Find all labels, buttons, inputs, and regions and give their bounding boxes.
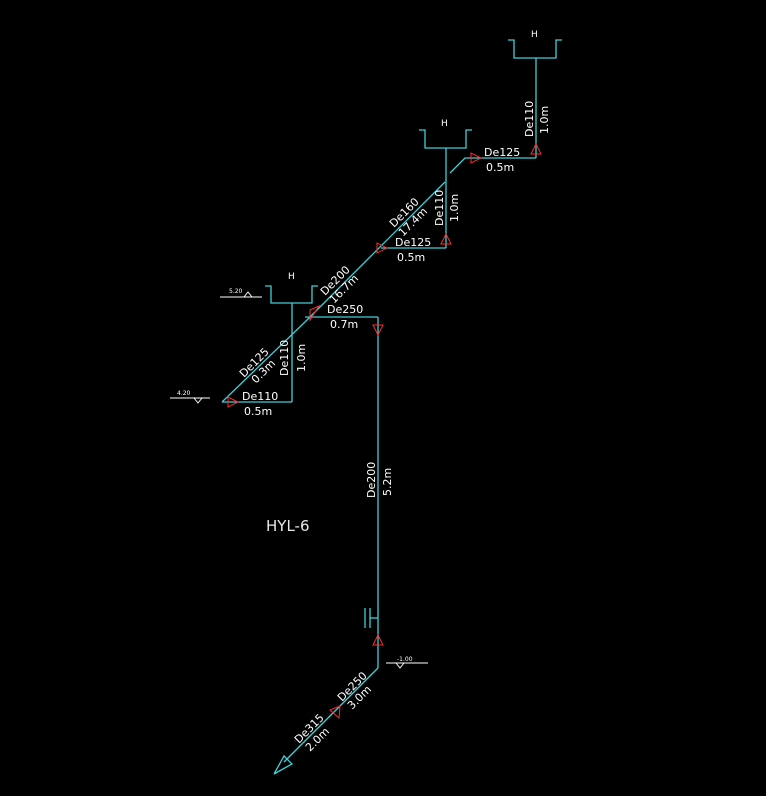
flow-arrow-icon (470, 152, 483, 164)
flow-arrow-icon (440, 232, 452, 245)
level-upper-label: 5.20 (229, 288, 243, 295)
label-left-riser-size: De110 (278, 340, 291, 376)
pipe-network (221, 58, 537, 775)
level-ground-label: -1.00 (397, 656, 413, 663)
flow-arrow-icon (329, 705, 341, 720)
label-left-branch-size: De110 (242, 390, 278, 403)
label-main-branch-size: De250 (327, 303, 363, 316)
diagram-title: HYL-6 (266, 517, 310, 535)
label-mid-riser-size: De110 (433, 190, 446, 226)
label-stack-len: 5.2m (381, 468, 394, 496)
pipe-top-branch (449, 157, 536, 174)
flow-arrow-icon (372, 633, 384, 646)
label-mid-branch-len: 0.5m (397, 251, 425, 264)
cleanout-icon (364, 608, 378, 628)
fixture-top: H (508, 30, 562, 59)
flow-arrow-icon (372, 324, 384, 337)
pipe-main-diagonal (304, 181, 446, 323)
label-left-riser-len: 1.0m (295, 344, 308, 372)
flow-arrows (227, 142, 542, 720)
level-marker-upper: 5.20 (220, 288, 262, 298)
level-lower-label: 4.20 (177, 390, 191, 397)
pipe-left-diagonal (221, 321, 306, 403)
flow-arrow-icon (376, 242, 389, 254)
outlet-arrow (273, 754, 294, 775)
level-marker-lower: 4.20 (170, 390, 210, 404)
fixture-left-label: H (288, 272, 295, 282)
level-marker-ground: -1.00 (386, 656, 428, 669)
fixture-left: H (265, 272, 318, 304)
label-top-branch-len: 0.5m (486, 161, 514, 174)
label-main-branch-len: 0.7m (330, 318, 358, 331)
label-top-riser-size: De110 (523, 101, 536, 137)
label-left-branch-len: 0.5m (244, 405, 272, 418)
label-mid-branch-size: De125 (395, 236, 431, 249)
fixture-mid: H (419, 119, 472, 149)
flow-arrow-icon (530, 142, 542, 155)
label-top-riser-len: 1.0m (538, 106, 551, 134)
label-mid-riser-len: 1.0m (448, 194, 461, 222)
pipe-labels: De110 1.0m De125 0.5m De110 1.0m De160 1… (237, 101, 551, 754)
label-stack-size: De200 (365, 462, 378, 498)
flow-arrow-icon (227, 396, 240, 408)
fixture-mid-label: H (441, 119, 448, 129)
label-top-branch-size: De125 (484, 146, 520, 159)
fixture-top-label: H (531, 30, 538, 40)
flow-arrow-icon (309, 304, 321, 322)
pipe-outlet-diagonal (283, 667, 379, 763)
